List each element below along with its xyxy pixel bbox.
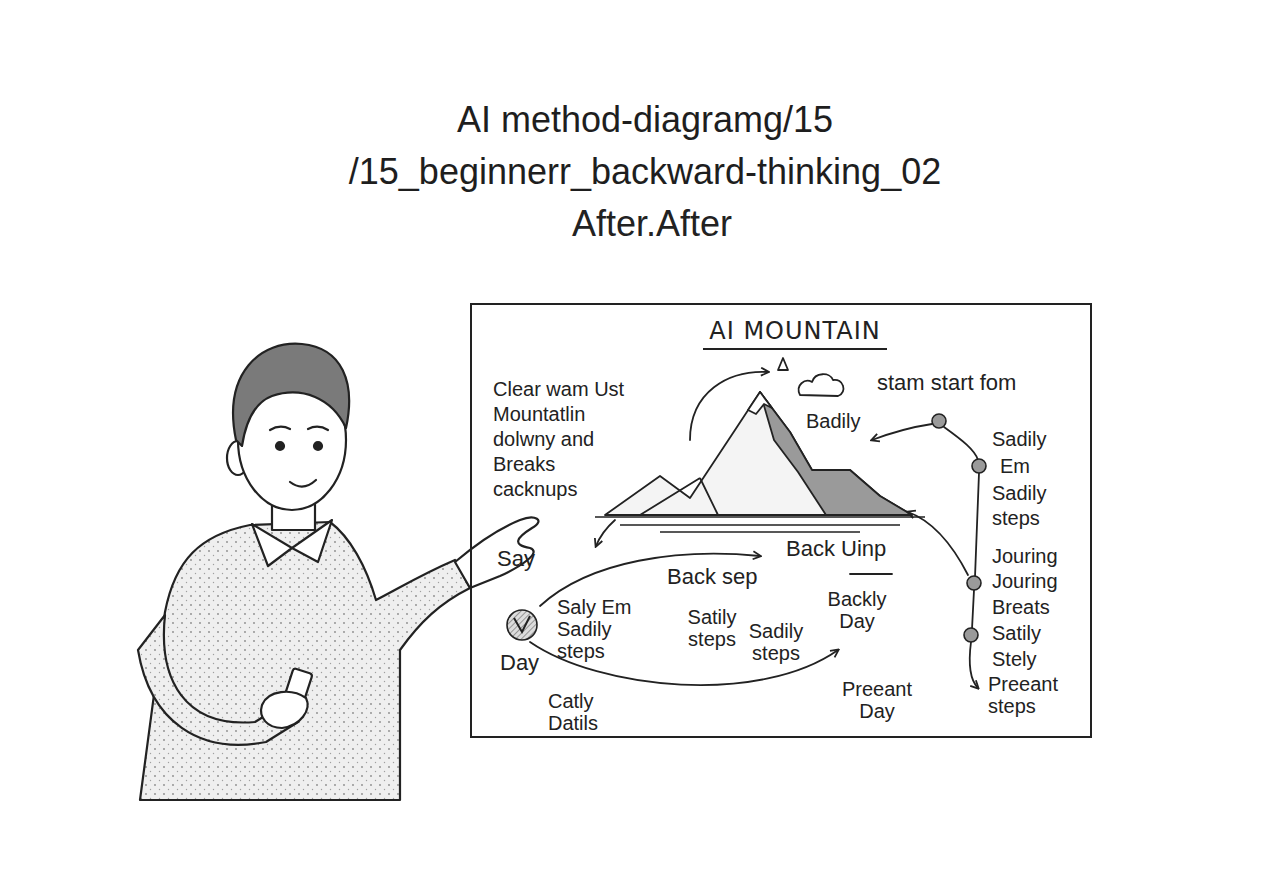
board-note: Jouring [992, 545, 1058, 567]
board-note: Stely [992, 648, 1036, 670]
board-note: Saly Em Sadily steps [557, 596, 662, 662]
flow-lines [530, 372, 979, 688]
board-note: Day [500, 652, 539, 674]
board-note: Satily steps [677, 606, 747, 650]
board-note: Jouring [992, 570, 1058, 592]
subtitle-text: After.After [572, 198, 732, 250]
board-note: Sadily steps [741, 620, 811, 664]
board-note: Badily [806, 410, 860, 432]
board-note: Catly Datils [548, 690, 618, 734]
board-note: Sadily steps [992, 481, 1067, 531]
board-note: Breats [992, 596, 1050, 618]
diagram-title: AI method-diagramg/15 /15_beginnerr_back… [315, 94, 975, 198]
board-note: Sadily [992, 428, 1046, 450]
board-heading: AI MOUNTAIN [703, 317, 887, 350]
board-note: Em [1000, 455, 1030, 477]
board-note: Back sep [667, 566, 758, 588]
board-note: stam start fom [877, 372, 1016, 394]
board-note: Preeant steps [988, 673, 1068, 717]
board-note: Backly Day [822, 588, 892, 632]
presenter-figure [138, 344, 538, 800]
board-note: Satily [992, 622, 1041, 644]
board-note: Say [497, 548, 535, 570]
board-note: Clear wam Ust Mountatlin dolwny and Brea… [493, 377, 633, 502]
mountain-drawing [595, 358, 925, 532]
board-note: Preeant Day [832, 678, 922, 722]
board-note: Back Uinp [786, 538, 886, 560]
